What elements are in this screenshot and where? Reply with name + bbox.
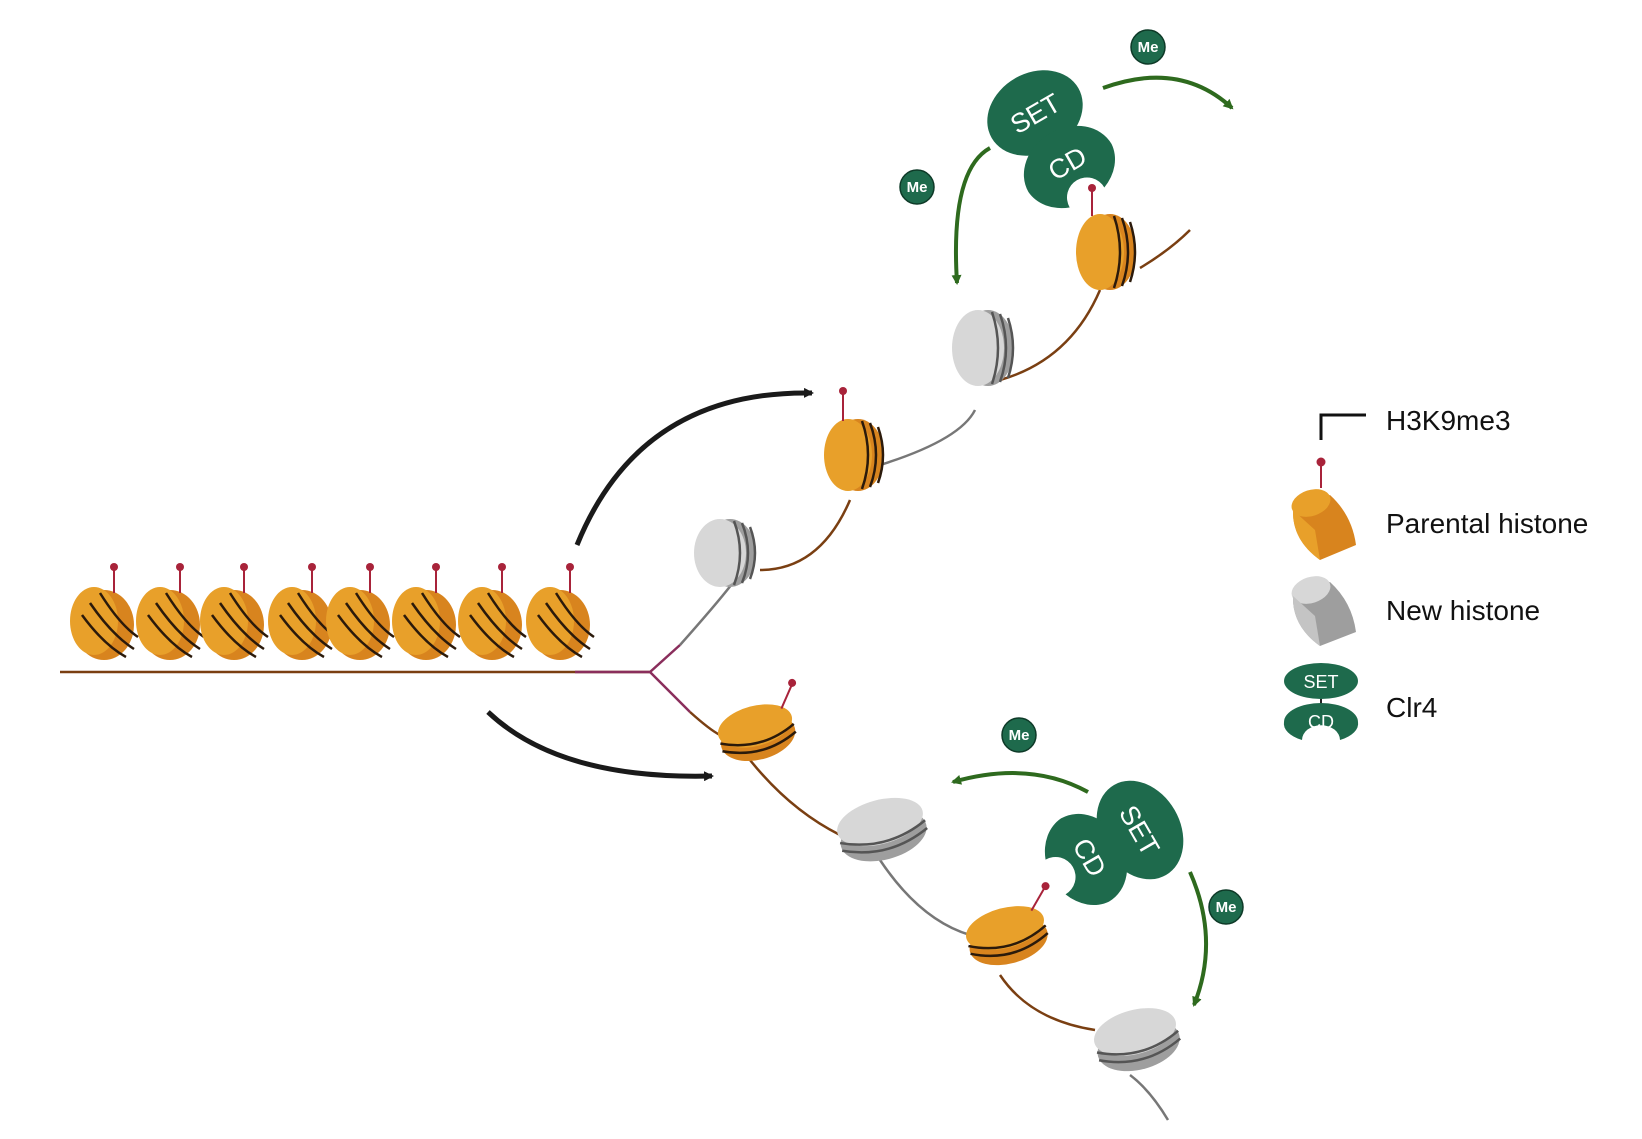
upper-strand-2 [759,499,852,572]
parental-nucleosome [824,387,885,491]
legend-label-new: New histone [1386,595,1540,626]
lower-me-arrow-left [951,771,1089,794]
fork-junction [575,644,681,674]
new-nucleosome [952,310,1015,386]
svg-text:Me: Me [1138,39,1159,56]
lower-me-arrow-right [1188,871,1208,1007]
parental-nucleosome [1076,184,1137,290]
me-badge: Me [899,169,935,205]
upper-strand-4 [999,289,1102,382]
lower-strand-2 [749,759,841,837]
me-badge: Me [1001,717,1037,753]
legend-label-h3k9me3: H3K9me3 [1386,405,1511,436]
legend-parental-histone: Parental histone [1291,489,1588,560]
legend: H3K9me3 Parental histone New histone SET… [1283,405,1588,740]
me-badge: Me [1130,29,1166,65]
parental-nucleosome [326,563,395,660]
upper-me-arrow-left [951,146,992,285]
parental-nucleosome [526,563,595,660]
clr4-complex-lower: SET CD [1044,780,1184,905]
legend-clr4: SET CD Clr4 [1283,663,1437,740]
dna-strands [60,229,1191,1121]
legend-h3k9me3: H3K9me3 [1316,405,1511,488]
parental-nucleosome [136,563,205,660]
svg-text:Me: Me [1009,727,1030,744]
upper-strand-1 [679,579,736,646]
parental-nucleosome [200,563,269,660]
me-badge: Me [1208,889,1244,925]
parental-nucleosome [717,678,797,762]
svg-text:Me: Me [1216,899,1237,916]
svg-text:Me: Me [907,179,928,196]
fork-junction-lower [649,671,691,713]
clr4-complex-upper: SET CD [987,70,1115,209]
lower-strand-1 [689,711,721,737]
upper-strand-3 [879,409,977,467]
upper-strand-5 [1139,229,1191,270]
legend-new-histone: New histone [1291,576,1540,646]
upper-daughter-strand [694,184,1137,587]
new-nucleosome [1094,1008,1182,1072]
parental-nucleosome [70,563,139,660]
new-nucleosome [837,797,928,862]
lower-strand-4 [998,974,1096,1032]
lower-daughter-strand [717,678,1182,1072]
cd-domain: CD [1023,125,1115,209]
lower-redistribution-arrow [486,710,714,782]
upper-me-arrow-right [1102,75,1234,110]
svg-text:CD: CD [1308,712,1334,732]
lower-strand-5 [1129,1074,1170,1121]
legend-label-clr4: Clr4 [1386,692,1437,723]
parental-nucleosome [458,563,527,660]
parental-nucleosome [392,563,461,660]
legend-label-parental: Parental histone [1386,508,1588,539]
parental-chromatin [70,563,595,660]
parental-nucleosome [966,882,1050,966]
upper-redistribution-arrow [574,387,814,546]
lower-strand-3 [878,859,971,937]
new-nucleosome [694,519,757,587]
svg-text:SET: SET [1303,672,1338,692]
parental-nucleosome [268,563,337,660]
